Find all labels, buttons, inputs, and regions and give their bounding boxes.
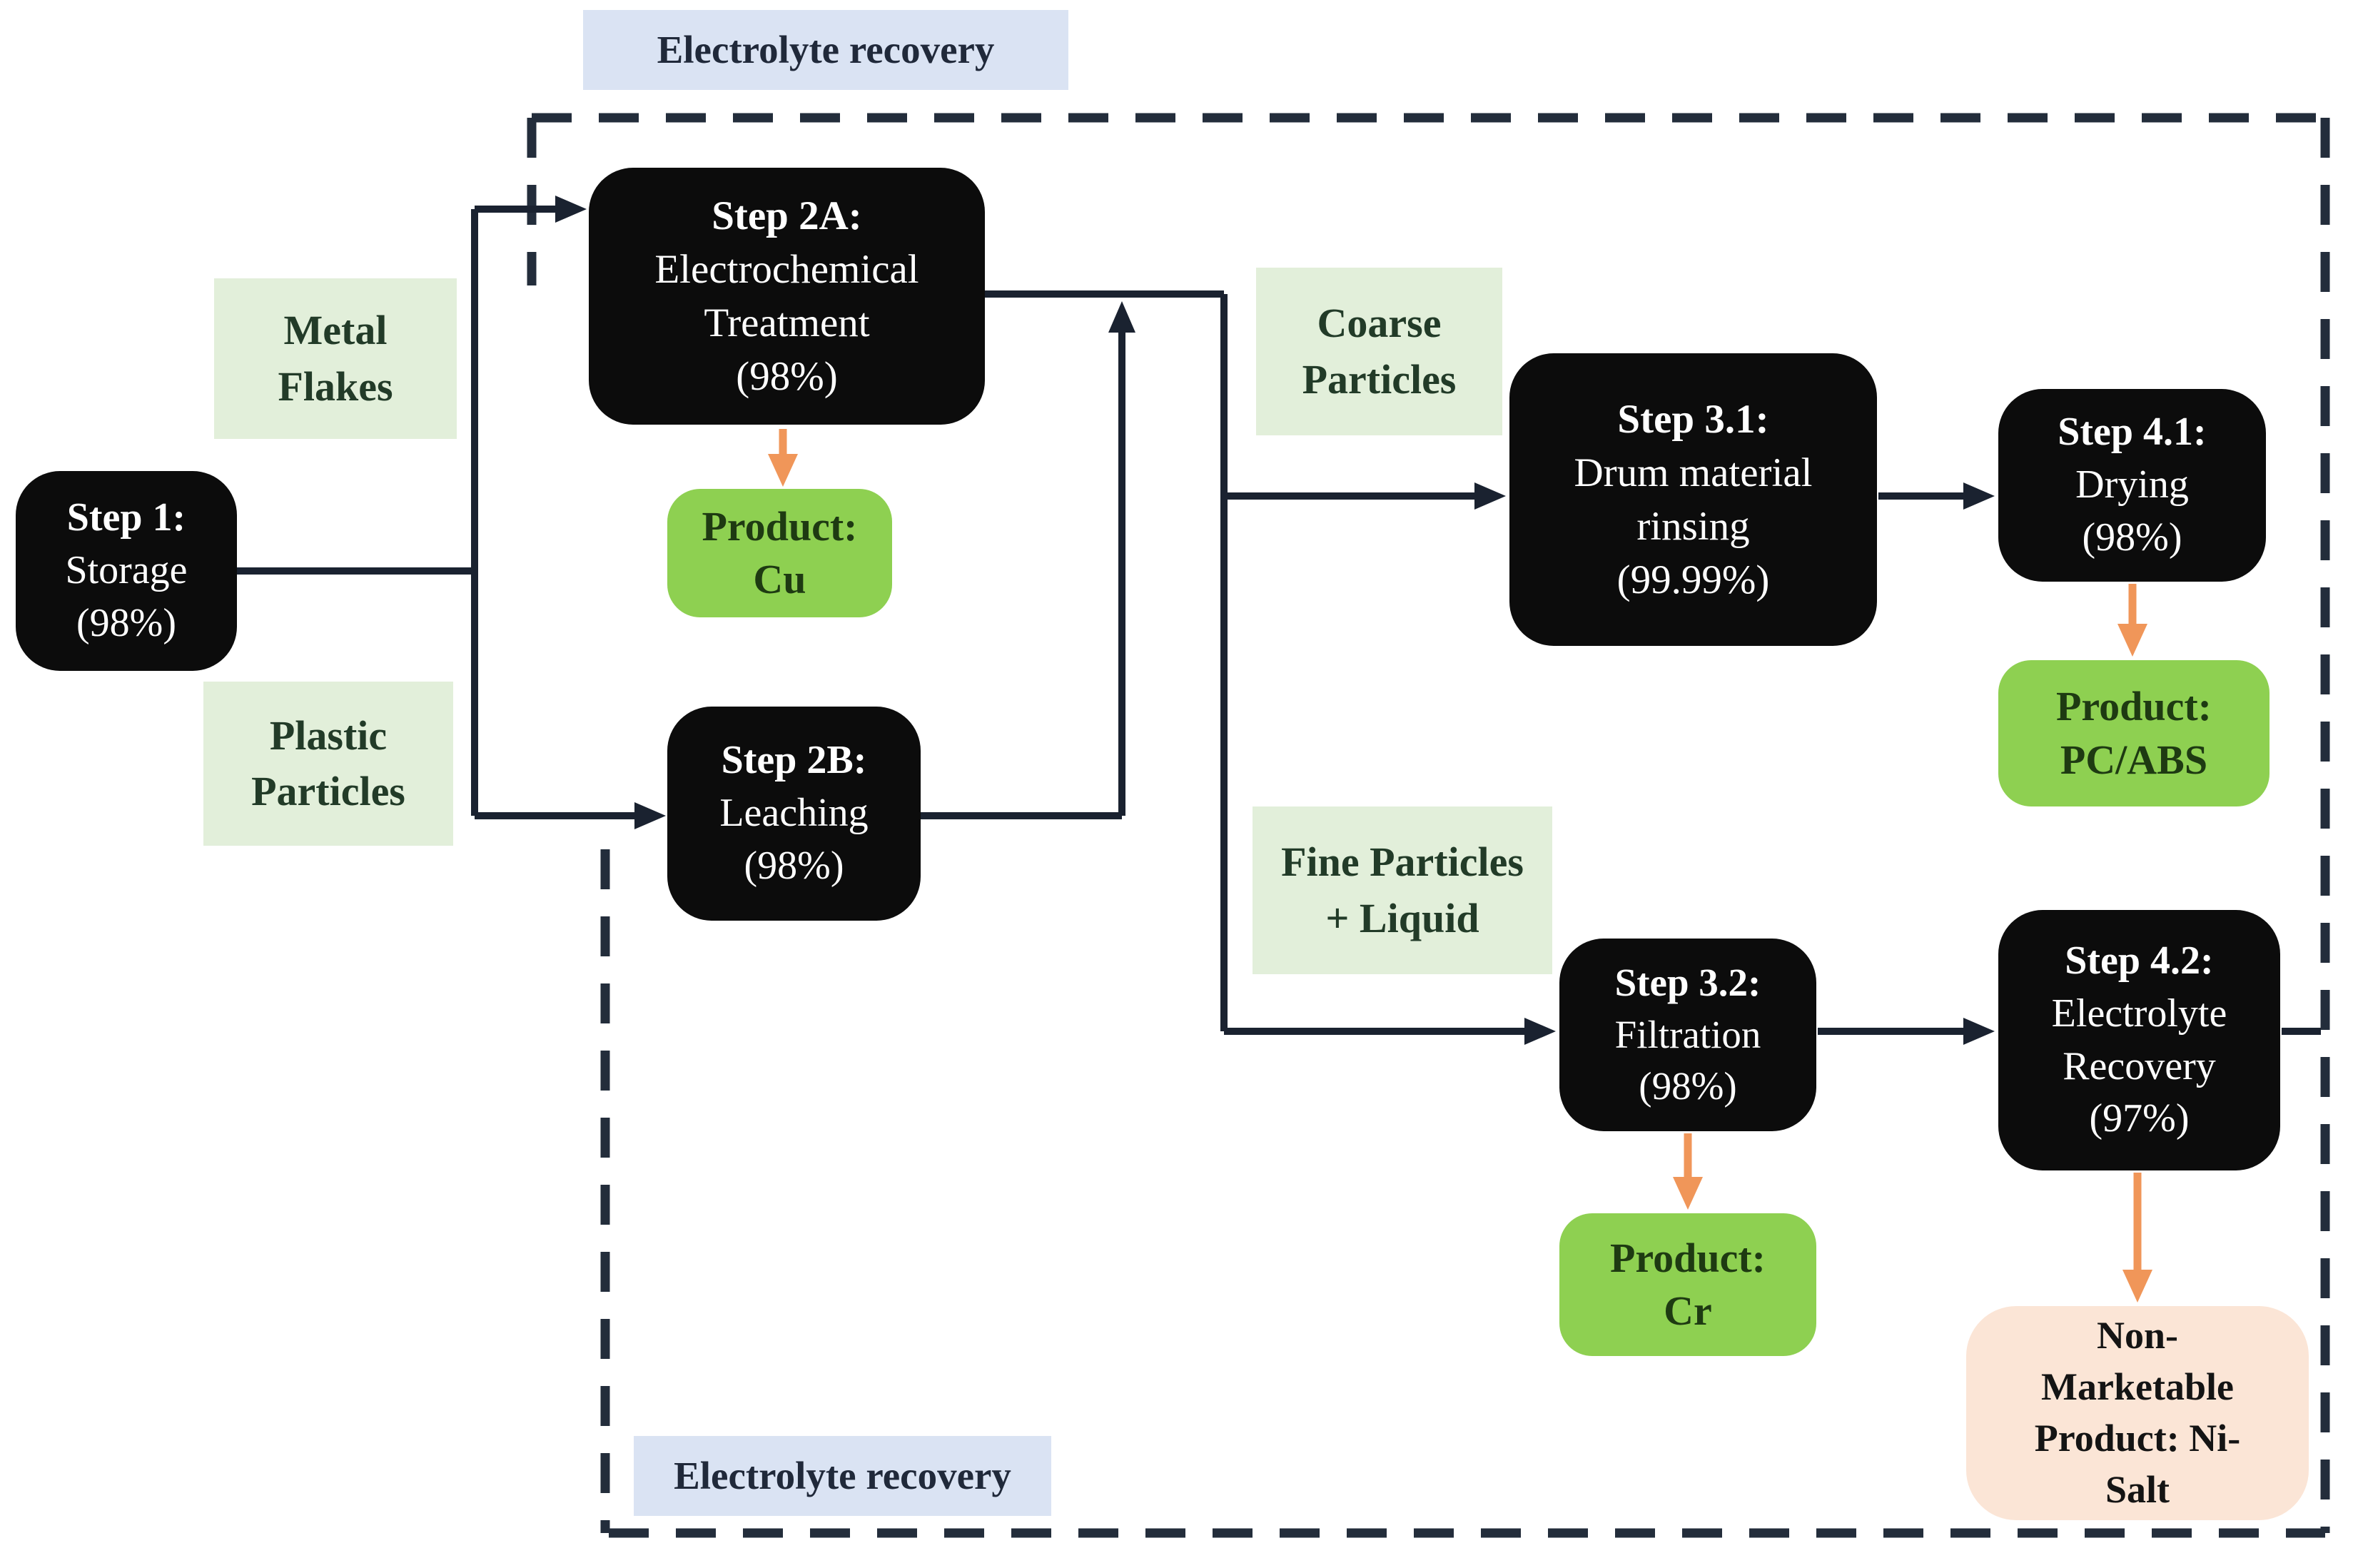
electrolyte-recovery-dashed-boundary [527, 113, 2330, 1538]
step-1-line: Storage [65, 548, 188, 593]
region-label-bottom-text: Electrolyte recovery [674, 1454, 1011, 1497]
step-4-1-box: Step 4.1: Drying (98%) [1998, 389, 2266, 582]
step-4-1-line: Drying [2075, 462, 2189, 507]
stream-label-line: Metal [283, 307, 388, 354]
product-cu-box: Product: Cu [667, 489, 892, 617]
region-label-bottom: Electrolyte recovery [634, 1436, 1051, 1516]
step-3-1-title: Step 3.1: [1617, 396, 1769, 442]
product-pcabs-value: PC/ABS [2060, 736, 2208, 783]
product-cr-title: Product: [1609, 1234, 1766, 1281]
stream-label-line: Flakes [278, 363, 393, 410]
nonmarketable-line: Non- [2096, 1314, 2178, 1357]
stream-label-coarse-particles: Coarse Particles [1256, 268, 1502, 435]
step-2a-box: Step 2A: Electrochemical Treatment (98%) [589, 168, 985, 425]
nonmarketable-line: Marketable [2041, 1365, 2234, 1409]
step-3-1-line: rinsing [1636, 504, 1750, 549]
stream-label-line: Plastic [269, 712, 388, 759]
step-2b-line: Leaching [719, 791, 869, 836]
product-cu-value: Cu [753, 556, 806, 602]
step-4-1-title: Step 4.1: [2058, 410, 2207, 455]
product-cr-box: Product: Cr [1559, 1213, 1816, 1356]
stream-label-line: + Liquid [1325, 894, 1479, 941]
nonmarketable-line: Product: Ni- [2034, 1417, 2241, 1460]
stream-label-plastic-particles: Plastic Particles [203, 682, 453, 846]
step-4-2-line: (97%) [2089, 1096, 2190, 1141]
step-1-line: (98%) [76, 600, 176, 645]
stream-label-line: Fine Particles [1281, 839, 1524, 886]
step-2a-line: Treatment [704, 300, 870, 345]
stream-label-line: Particles [251, 768, 405, 814]
step-2a-line: Electrochemical [654, 246, 919, 292]
step-2b-box: Step 2B: Leaching (98%) [667, 707, 921, 921]
nonmarketable-line: Salt [2105, 1467, 2170, 1511]
step-3-2-line: (98%) [1639, 1064, 1737, 1108]
step-4-2-box: Step 4.2: Electrolyte Recovery (97%) [1998, 910, 2280, 1170]
step-3-2-title: Step 3.2: [1614, 961, 1761, 1005]
step-4-2-title: Step 4.2: [2065, 938, 2214, 983]
step-4-2-line: Recovery [2063, 1043, 2216, 1088]
step-4-2-line: Electrolyte [2051, 991, 2227, 1036]
product-arrows [768, 429, 2152, 1303]
step-3-1-box: Step 3.1: Drum material rinsing (99.99%) [1509, 353, 1877, 646]
step-2a-title: Step 2A: [712, 193, 862, 238]
product-cr-value: Cr [1664, 1288, 1712, 1334]
stream-label-fine-particles: Fine Particles + Liquid [1253, 806, 1552, 974]
step-3-2-box: Step 3.2: Filtration (98%) [1559, 939, 1816, 1131]
step-4-1-line: (98%) [2082, 515, 2182, 560]
stream-label-line: Particles [1302, 355, 1457, 403]
region-label-top-text: Electrolyte recovery [657, 28, 995, 71]
product-pcabs-box: Product: PC/ABS [1998, 660, 2269, 806]
step-2b-title: Step 2B: [721, 738, 867, 783]
product-cu-title: Product: [702, 502, 858, 550]
step-1-title: Step 1: [66, 495, 186, 540]
step-3-1-line: Drum material [1574, 450, 1813, 495]
step-2a-line: (98%) [736, 354, 838, 400]
stream-label-metal-flakes: Metal Flakes [214, 278, 457, 439]
step-2b-line: (98%) [744, 843, 844, 888]
product-pcabs-title: Product: [2055, 683, 2212, 730]
stream-label-line: Coarse [1317, 300, 1442, 347]
step-1-box: Step 1: Storage (98%) [16, 471, 237, 671]
nonmarketable-ni-salt-box: Non- Marketable Product: Ni- Salt [1966, 1306, 2309, 1520]
region-label-top: Electrolyte recovery [583, 10, 1068, 90]
process-connectors [237, 196, 2321, 1045]
step-3-2-line: Filtration [1614, 1012, 1761, 1056]
step-3-1-line: (99.99%) [1616, 557, 1770, 603]
